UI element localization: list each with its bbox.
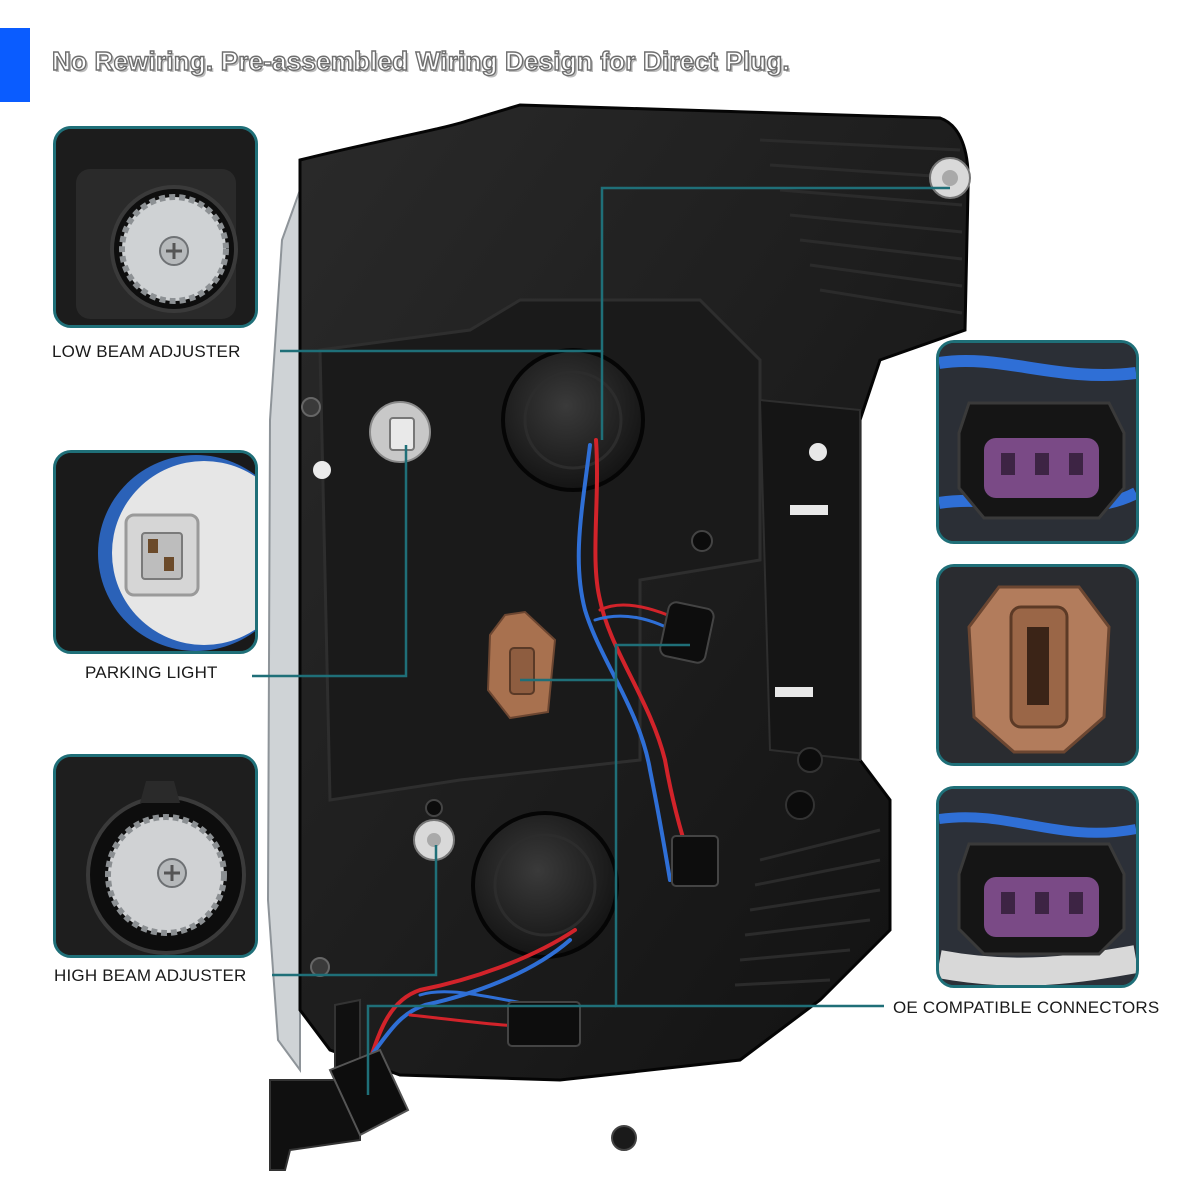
lens-rim bbox=[266, 189, 301, 1074]
low-beam-adjuster-label: LOW BEAM ADJUSTER bbox=[52, 342, 241, 361]
leader-oe-connectors bbox=[614, 643, 884, 1008]
parking-light-label: PARKING LIGHT bbox=[85, 663, 218, 682]
right-bracket bbox=[758, 398, 861, 762]
bulb-socket-icon bbox=[56, 453, 255, 651]
connector-thumbnail-2 bbox=[936, 564, 1139, 766]
high-beam-adjuster-thumbnail bbox=[53, 754, 258, 958]
leader-parking bbox=[252, 445, 408, 678]
leader-lines bbox=[252, 186, 950, 1095]
high-beam-adjuster-label: HIGH BEAM ADJUSTER bbox=[54, 966, 247, 985]
leader-high-beam bbox=[272, 845, 438, 977]
three-pin-connector-icon bbox=[939, 343, 1136, 541]
inline-connector-1 bbox=[659, 601, 715, 664]
connector-thumbnail-1 bbox=[936, 340, 1139, 544]
ribbed-bottom bbox=[734, 828, 881, 987]
adjuster-gear-icon bbox=[56, 129, 255, 325]
headline: No Rewiring. Pre-assembled Wiring Design… bbox=[51, 45, 790, 76]
parking-light-thumbnail bbox=[53, 450, 258, 654]
bottom-bracket bbox=[269, 998, 361, 1171]
three-pin-connector-icon bbox=[939, 789, 1136, 985]
low-beam-adjuster-thumbnail bbox=[53, 126, 258, 328]
inline-connector-2 bbox=[671, 835, 719, 887]
oe-compatible-connectors-label: OE COMPATIBLE CONNECTORS bbox=[893, 998, 1160, 1017]
socket-connector-icon bbox=[939, 567, 1136, 763]
adjuster-gear-icon bbox=[56, 757, 255, 955]
connector-thumbnail-3 bbox=[936, 786, 1139, 988]
leader-low-beam bbox=[280, 186, 950, 353]
accent-bar bbox=[0, 28, 30, 102]
wiring-harness bbox=[358, 438, 692, 1072]
inline-connector-3 bbox=[507, 1001, 581, 1047]
